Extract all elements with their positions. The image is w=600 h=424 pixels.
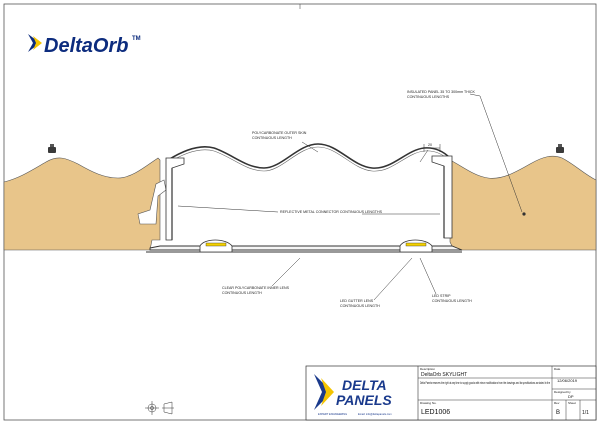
leader-outer-skin [301, 141, 319, 153]
outer-skin-inner-line [167, 146, 451, 172]
leader-inner-lens [271, 257, 301, 287]
date-value: 12/06/2019 [557, 378, 578, 383]
delta-panels-logo: DELTA PANELS EXPERT ENGINEERING Email: i… [314, 374, 392, 416]
left-led-strip [205, 242, 227, 247]
leader-insulated-panel [469, 93, 523, 213]
description-value: DeltaOrb SKYLIGHT [421, 372, 467, 378]
projection-symbol-icon [145, 401, 174, 415]
label-inner-lens: CLEAR POLYCARBONATE INNER LENS [222, 286, 290, 290]
label-led-gutter-sub: CONTINUOUS LENGTH [340, 304, 380, 308]
label-led-strip: LED STRIP [432, 294, 451, 298]
label-outer-skin-sub: CONTINUOUS LENGTH [252, 136, 292, 140]
sheet-value: 1/1 [582, 410, 589, 416]
polycarbonate-outer-skin [167, 143, 451, 169]
rev-value: B [556, 410, 560, 416]
description-label: Description [420, 367, 435, 371]
dimension-line [419, 144, 441, 163]
leader-led-gutter [373, 257, 413, 301]
label-led-gutter: LED GUTTER LENS [340, 299, 374, 303]
right-connector-clip [431, 155, 453, 239]
delta-panels-name-1: DELTA [342, 377, 387, 393]
logo-chevron-accent-icon [33, 36, 42, 50]
left-fastener-icon [48, 144, 56, 153]
drawing-value: LED1006 [421, 409, 450, 416]
rev-label: Rev [554, 401, 560, 405]
left-insulated-panel [3, 157, 161, 251]
label-connector: REFLECTIVE METAL CONNECTOR CONTINUOUS LE… [280, 210, 383, 214]
label-outer-skin: POLYCARBONATE OUTER SKIN [252, 131, 307, 135]
drawing-label: Drawing No. [420, 401, 437, 405]
left-panel-notch [137, 179, 167, 225]
sheet-label: Sheet [568, 401, 576, 405]
notice-line: Delta Panels reserves the right at any t… [420, 381, 550, 385]
panel-marker-dot [522, 212, 526, 216]
leader-led-strip [419, 257, 437, 295]
label-led-strip-sub: CONTINUOUS LENGTH [432, 299, 472, 303]
right-led-strip [405, 242, 427, 247]
delta-panels-tagline: EXPERT ENGINEERING [318, 412, 347, 416]
right-insulated-panel [449, 155, 597, 251]
left-connector-clip [165, 157, 185, 241]
label-insulated-panel-sub: CONTINUOUS LENGTHS [407, 95, 450, 99]
delta-chevron-icon [314, 374, 332, 410]
designed-label: Designed by [554, 390, 571, 394]
delta-panels-name-2: PANELS [336, 392, 392, 408]
date-label: Date [554, 367, 561, 371]
right-fastener-icon [556, 144, 564, 153]
title-block [305, 365, 597, 421]
designed-value: DP [568, 394, 574, 399]
leader-connector-left [177, 205, 279, 213]
label-insulated-panel: INSULATED PANEL 35 TO 300mm THICK [407, 90, 475, 94]
delta-chevron-accent-icon [321, 378, 334, 406]
logo-text: DeltaOrb [44, 35, 128, 57]
logo-tm: TM [132, 36, 141, 42]
dimension-value: 20 [428, 143, 432, 147]
deltaorb-logo: DeltaOrb TM [28, 34, 141, 57]
delta-panels-email: Email: info@deltapanels.com [358, 412, 392, 416]
label-inner-lens-sub: CONTINUOUS LENGTH [222, 291, 262, 295]
notice-text: Delta Panels reserves the right at any t… [420, 381, 550, 385]
logo-chevron-icon [28, 34, 40, 52]
